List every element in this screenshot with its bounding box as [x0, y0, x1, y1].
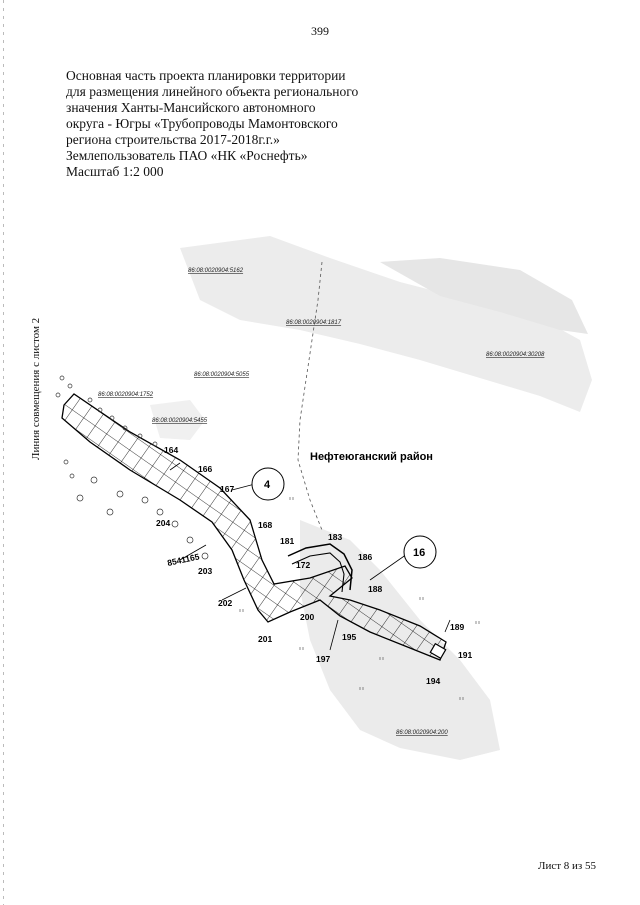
- cadastral-label: 86:08:0020904:30208: [486, 352, 545, 358]
- point-label: 166: [198, 464, 212, 474]
- title-line: для размещения линейного объекта региона…: [66, 84, 359, 99]
- point-label: 168: [258, 520, 272, 530]
- pipeline-branch-inner: [291, 552, 345, 593]
- point-label: 197: [316, 654, 330, 664]
- title-line: Землепользователь ПАО «НК «Роснефть»: [66, 148, 308, 163]
- callout-lines: [169, 462, 451, 651]
- land-area-patch: [150, 400, 205, 440]
- zone-marker-number: 16: [413, 547, 425, 559]
- title-line: Основная часть проекта планировки террит…: [66, 68, 346, 83]
- pipeline-corridor: [61, 393, 447, 661]
- page-number: 399: [311, 24, 329, 38]
- parcel-label: 8541165: [166, 551, 200, 568]
- sheet-label: Лист 8 из 55: [538, 860, 597, 872]
- district-boundary: [297, 261, 323, 531]
- scan-edge: [3, 0, 4, 905]
- point-label: 172: [296, 560, 310, 570]
- point-label: 204: [156, 518, 170, 528]
- cadastral-label: 86:08:0020904:1752: [98, 392, 154, 398]
- point-label: 189: [450, 622, 464, 632]
- point-label: 195: [342, 632, 356, 642]
- point-label: 200: [300, 612, 314, 622]
- point-label: 164: [164, 445, 178, 455]
- point-label: 167: [220, 484, 234, 494]
- district-label: Нефтеюганский район: [310, 451, 433, 463]
- point-label: 191: [458, 650, 472, 660]
- cadastral-label: 86:08:0020904:5455: [152, 418, 208, 424]
- pipeline-end-box: [429, 642, 447, 660]
- zone-marker-circle: [251, 467, 285, 501]
- document-title: Основная часть проекта планировки террит…: [66, 68, 366, 180]
- point-label: 186: [358, 552, 372, 562]
- cadastral-label: 86:08:0020904:200: [396, 730, 448, 736]
- title-line: значения Ханты-Мансийского автономного: [66, 100, 316, 115]
- pipeline-branch: [287, 543, 353, 591]
- cadastral-label: 86:08:0020904:5055: [194, 372, 250, 378]
- land-area-north: [180, 236, 592, 412]
- zone-marker-number: 4: [264, 479, 271, 491]
- title-line: региона строительства 2017-2018г.г.»: [66, 132, 280, 147]
- point-label: 202: [218, 598, 232, 608]
- point-label: 201: [258, 634, 272, 644]
- point-label: 188: [368, 584, 382, 594]
- point-label: 183: [328, 532, 342, 542]
- cadastral-label: 86:08:0020904:5162: [188, 268, 244, 274]
- zone-marker-circle: [403, 535, 437, 569]
- title-line: Масштаб 1:2 000: [66, 164, 164, 179]
- land-area-northeast: [380, 258, 588, 334]
- grass-marks: [239, 497, 480, 700]
- point-label: 203: [198, 566, 212, 576]
- point-label: 181: [280, 536, 294, 546]
- title-line: округа - Югры «Трубопроводы Мамонтовског…: [66, 116, 338, 131]
- cadastral-label: 86:08:0020904:1817: [286, 320, 342, 326]
- point-label: 194: [426, 676, 440, 686]
- tree-symbols: [55, 375, 209, 560]
